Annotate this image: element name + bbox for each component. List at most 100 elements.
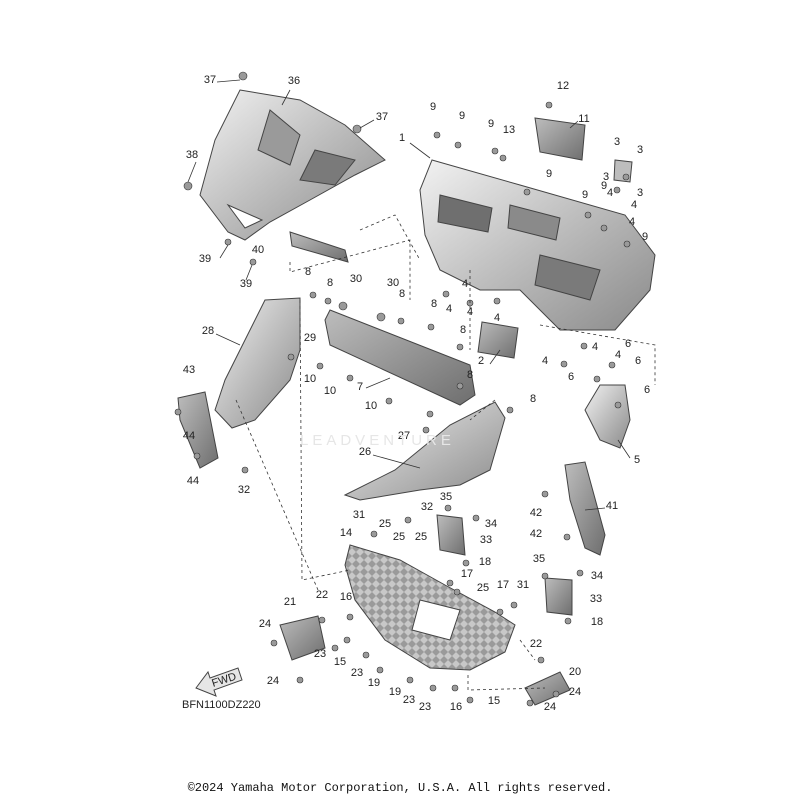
fwd-arrow-label: FWD [210, 671, 238, 690]
callout-6: 6 [625, 338, 631, 350]
callout-39: 39 [240, 278, 252, 290]
callout-3: 3 [603, 171, 609, 183]
callout-4: 4 [631, 199, 637, 211]
callout-24: 24 [259, 618, 271, 630]
callout-7: 7 [357, 381, 363, 393]
callout-32: 32 [238, 484, 250, 496]
callout-26: 26 [359, 446, 371, 458]
callout-9: 9 [582, 189, 588, 201]
guard-part [177, 391, 219, 469]
callout-12: 12 [557, 80, 569, 92]
copyright-notice: ©2024 Yamaha Motor Corporation, U.S.A. A… [187, 781, 613, 795]
panel-40-part [289, 231, 349, 263]
callout-9: 9 [430, 101, 436, 113]
callout-19: 19 [368, 677, 380, 689]
callout-4: 4 [467, 306, 473, 318]
lid-part [477, 321, 519, 359]
callout-6: 6 [644, 384, 650, 396]
callout-25: 25 [415, 531, 427, 543]
leader-lines [187, 79, 656, 691]
callout-33: 33 [590, 593, 602, 605]
callout-35: 35 [440, 491, 452, 503]
callout-8: 8 [467, 369, 473, 381]
callout-9: 9 [601, 180, 607, 192]
callout-4: 4 [446, 303, 452, 315]
callout-14: 14 [340, 527, 352, 539]
bar-part [324, 309, 476, 406]
callout-9: 9 [488, 118, 494, 130]
callout-2: 2 [478, 355, 484, 367]
callout-4: 4 [542, 355, 548, 367]
callout-15: 15 [488, 695, 500, 707]
callout-6: 6 [635, 355, 641, 367]
bracket-33-lower-part [544, 577, 573, 616]
callout-30: 30 [387, 277, 399, 289]
callout-25: 25 [393, 531, 405, 543]
callout-37: 37 [204, 74, 216, 86]
callout-8: 8 [431, 298, 437, 310]
callout-38: 38 [186, 149, 198, 161]
callout-15: 15 [334, 656, 346, 668]
callout-3: 3 [637, 144, 643, 156]
callout-42: 42 [530, 528, 542, 540]
callout-34: 34 [485, 518, 497, 530]
callout-17: 17 [461, 568, 473, 580]
grille-part [344, 544, 516, 671]
fwd-arrow-icon: FWD [195, 667, 243, 697]
callout-44: 44 [187, 475, 199, 487]
callout-4: 4 [592, 341, 598, 353]
callout-40: 40 [252, 244, 264, 256]
callout-44: 44 [183, 430, 195, 442]
callout-32: 32 [421, 501, 433, 513]
cover-part [584, 384, 631, 449]
callout-4: 4 [629, 216, 635, 228]
diagram-code: BFN1100DZ220 [182, 699, 261, 711]
callout-24: 24 [544, 701, 556, 713]
callout-6: 6 [568, 371, 574, 383]
callout-8: 8 [327, 277, 333, 289]
fasteners [174, 71, 631, 707]
lower-panel-part [343, 401, 506, 501]
callout-18: 18 [591, 616, 603, 628]
watermark: LEADVENTURE [300, 432, 455, 449]
callout-39: 39 [199, 253, 211, 265]
callout-16: 16 [450, 701, 462, 713]
callout-24: 24 [569, 686, 581, 698]
callout-25: 25 [379, 518, 391, 530]
callout-3: 3 [614, 136, 620, 148]
callout-4: 4 [462, 278, 468, 290]
callout-28: 28 [202, 325, 214, 337]
callout-41: 41 [606, 500, 618, 512]
windshield-part [199, 89, 386, 241]
callout-10: 10 [304, 373, 316, 385]
plate-20-part [524, 671, 571, 706]
panel-41-part [564, 461, 606, 556]
callout-35: 35 [533, 553, 545, 565]
side-panel-part [214, 297, 301, 429]
callout-17: 17 [497, 579, 509, 591]
callout-9: 9 [546, 168, 552, 180]
dashboard-part [419, 159, 656, 331]
callout-8: 8 [460, 324, 466, 336]
callout-1: 1 [399, 132, 405, 144]
callout-10: 10 [324, 385, 336, 397]
bracket-part [613, 159, 633, 183]
callout-5: 5 [634, 454, 640, 466]
callout-18: 18 [479, 556, 491, 568]
callout-30: 30 [350, 273, 362, 285]
callout-36: 36 [288, 75, 300, 87]
callout-21: 21 [284, 596, 296, 608]
callout-19: 19 [389, 686, 401, 698]
callout-43: 43 [183, 364, 195, 376]
callout-16: 16 [340, 591, 352, 603]
callout-20: 20 [569, 666, 581, 678]
callout-37: 37 [376, 111, 388, 123]
callout-4: 4 [615, 349, 621, 361]
callout-4: 4 [494, 312, 500, 324]
callout-22: 22 [530, 638, 542, 650]
callout-33: 33 [480, 534, 492, 546]
callout-13: 13 [503, 124, 515, 136]
callout-25: 25 [477, 582, 489, 594]
